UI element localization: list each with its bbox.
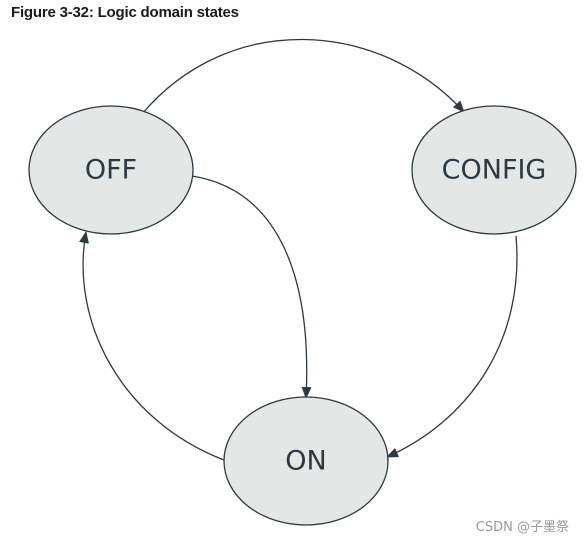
state-config-label: CONFIG (442, 155, 547, 186)
watermark: CSDN @子墨祭 (475, 520, 569, 535)
state-config: CONFIG (411, 105, 577, 235)
state-on-label: ON (285, 446, 326, 477)
state-off-label: OFF (85, 155, 137, 186)
transition-config-to-on (386, 235, 518, 458)
state-on: ON (223, 396, 389, 526)
state-off: OFF (28, 105, 194, 235)
transition-on-to-off (79, 231, 225, 461)
transition-off-to-on (191, 175, 312, 399)
figure-title: Figure 3-32: Logic domain states (11, 4, 239, 21)
transition-off-to-config (141, 38, 465, 115)
